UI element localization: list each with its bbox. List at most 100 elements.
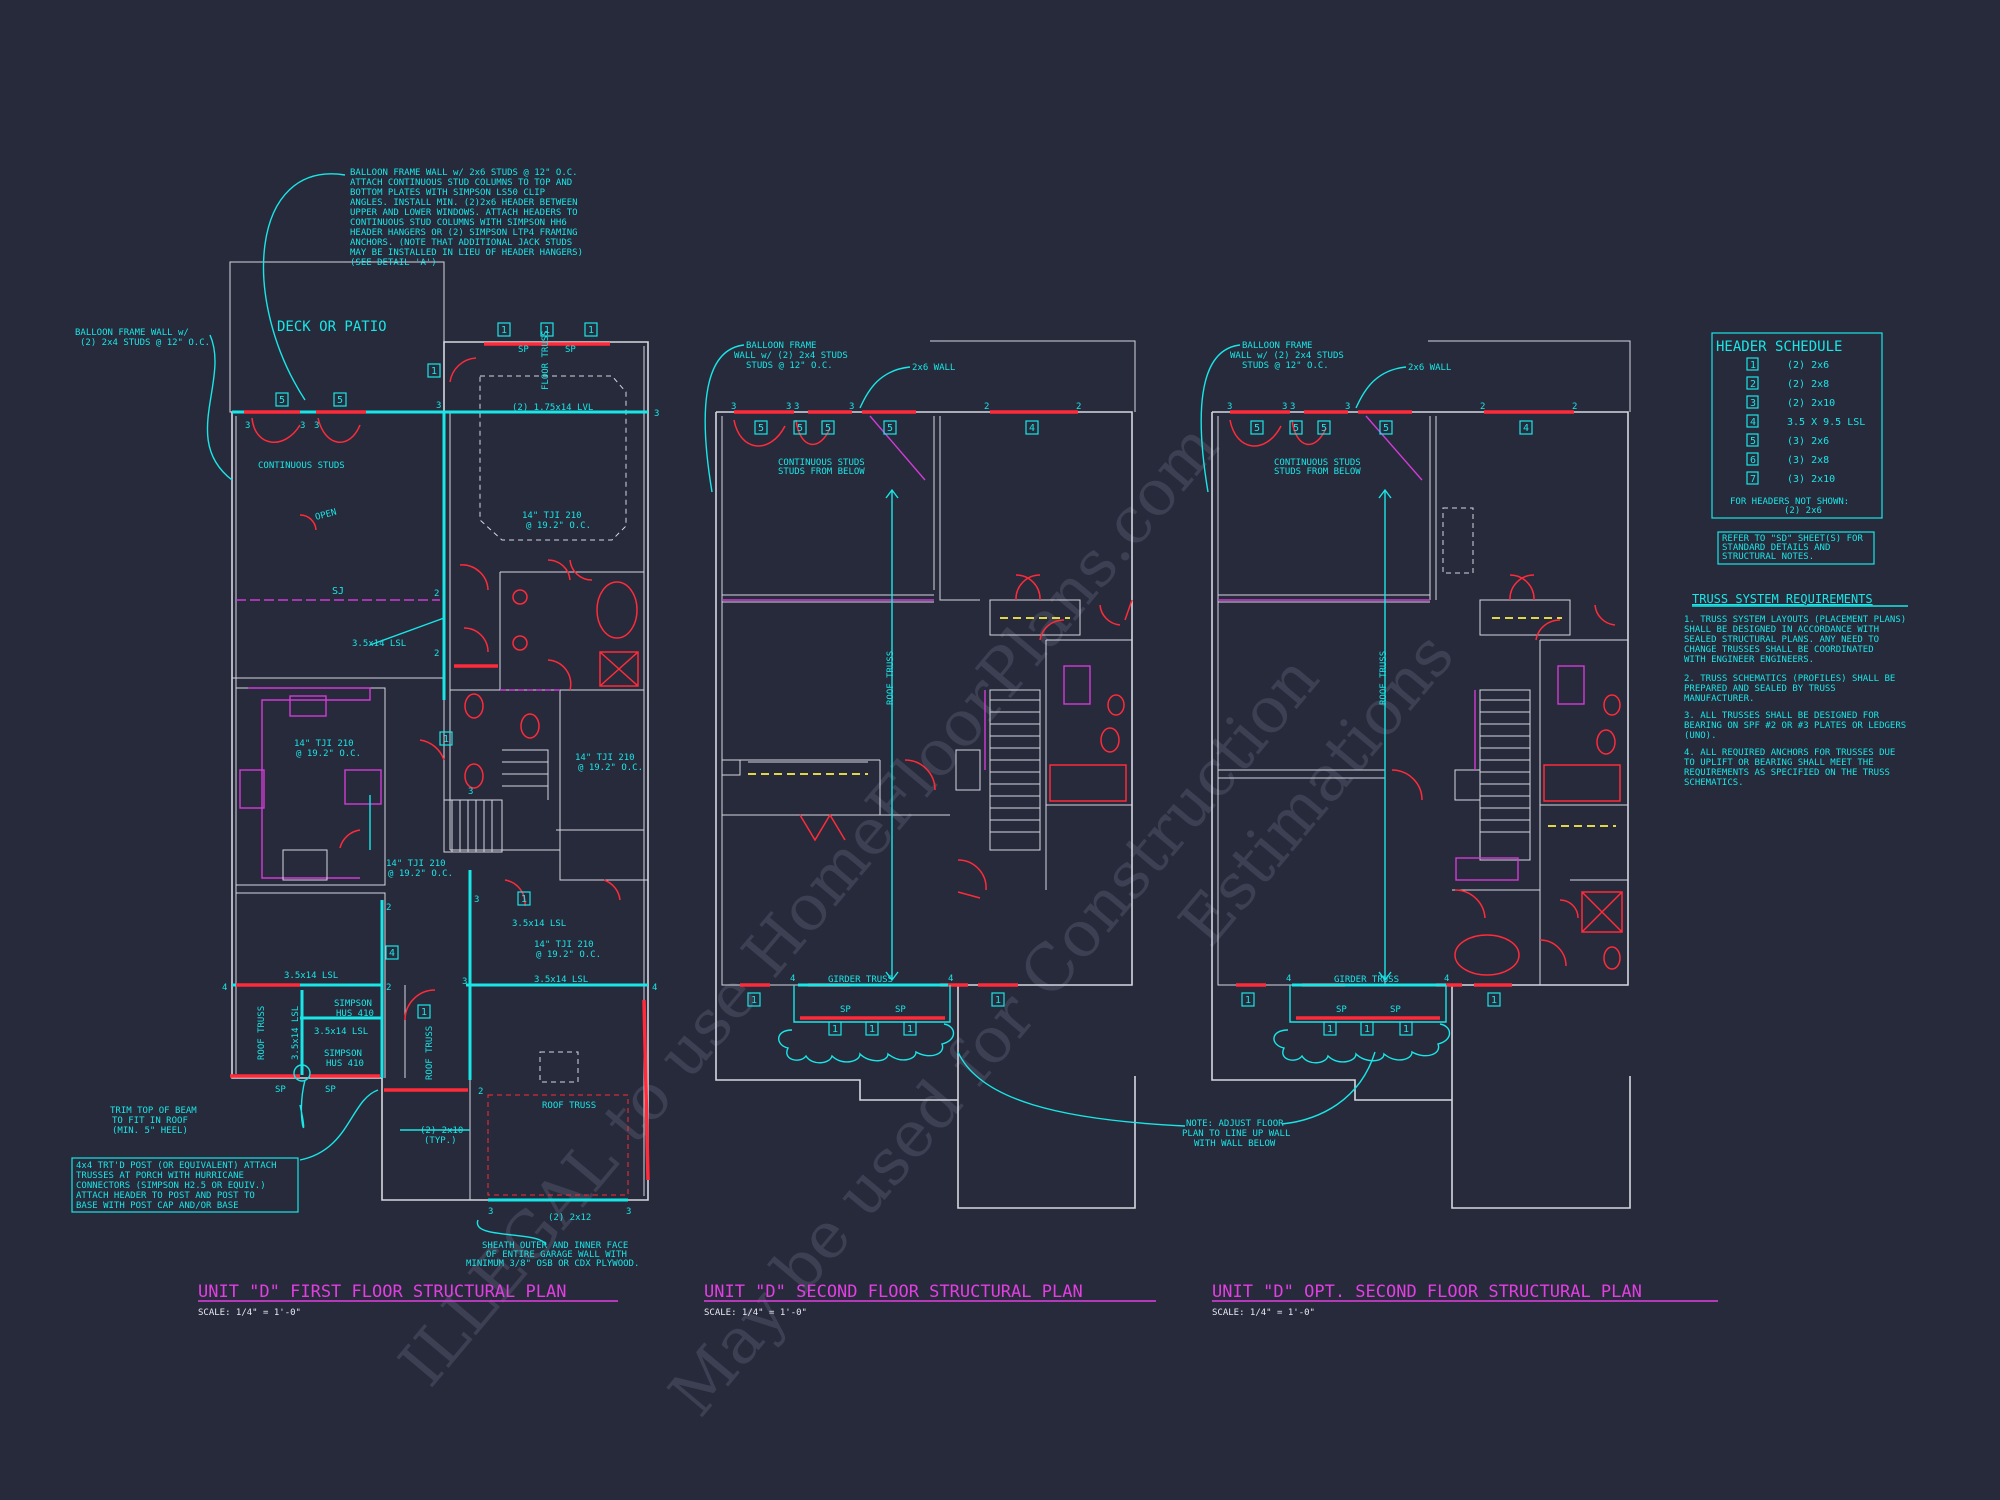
svg-text:3: 3	[462, 977, 467, 987]
continuous-stud-arc	[317, 417, 361, 443]
svg-text:2: 2	[984, 402, 989, 412]
svg-text:HEADER HANGERS OR (2) SIMPSON: HEADER HANGERS OR (2) SIMPSON LTP4 FRAMI…	[350, 228, 578, 238]
opt-closet-doors	[1509, 574, 1535, 601]
svg-text:STUDS @ 12" O.C.: STUDS @ 12" O.C.	[1242, 361, 1329, 371]
svg-text:@ 19.2" O.C.: @ 19.2" O.C.	[388, 869, 453, 879]
svg-text:STUDS FROM BELOW: STUDS FROM BELOW	[778, 467, 865, 477]
porch-wall	[404, 985, 471, 1200]
svg-text:MAY BE INSTALLED IN LIEU OF HE: MAY BE INSTALLED IN LIEU OF HEADER HANGE…	[350, 248, 583, 258]
opt-2x6-wall-label: 2x6 WALL	[1408, 363, 1451, 373]
roof-truss-label-2nd: ROOF TRUSS	[886, 651, 896, 705]
second-floor-plan: ROOF TRUSS 5 5 5 5 4 1 1 1 1 1 3 3 3 3 2…	[704, 340, 1290, 1209]
truss-item-3: 3. ALL TRUSSES SHALL BE DESIGNED FOR BEA…	[1684, 711, 1906, 741]
door-swing	[339, 829, 361, 849]
opt-girder-label: GIRDER TRUSS	[1334, 975, 1399, 985]
revision-cloud	[778, 1023, 955, 1064]
continuous-note-2nd: CONTINUOUS STUDS	[778, 458, 865, 468]
svg-text:5: 5	[1383, 423, 1389, 434]
opt-center-wall	[1429, 416, 1437, 600]
svg-text:ATTACH CONTINUOUS STUD COLUMNS: ATTACH CONTINUOUS STUD COLUMNS TO TOP AN…	[350, 178, 572, 188]
door-swing	[419, 739, 445, 761]
svg-text:(3) 2x6: (3) 2x6	[1787, 436, 1829, 447]
svg-text:(2) 2x6: (2) 2x6	[1784, 506, 1822, 516]
header-schedule-title: HEADER SCHEDULE	[1716, 339, 1842, 355]
svg-text:4: 4	[790, 974, 795, 984]
opt-second-floor-plan: ROOF TRUSS 5 5 5 5 4 1 1 1 1 1 3 3 3 3 2…	[1200, 340, 1631, 1209]
svg-text:SP: SP	[565, 345, 576, 355]
first-floor-plan: DECK OR PATIO	[71, 168, 659, 1269]
svg-text:WITH ENGINEER ENGINEERS.: WITH ENGINEER ENGINEERS.	[1684, 655, 1814, 665]
svg-text:BOTTOM PLATES WITH SIMPSON LS5: BOTTOM PLATES WITH SIMPSON LS50 CLIP	[350, 188, 546, 198]
opt-sink	[1603, 694, 1621, 716]
bedroom-wall	[722, 594, 934, 603]
svg-text:4: 4	[222, 983, 227, 993]
svg-text:1: 1	[1491, 995, 1497, 1006]
header-schedule-box	[1711, 332, 1883, 519]
svg-text:1: 1	[995, 995, 1001, 1006]
dashed-upper-room	[479, 375, 627, 541]
svg-text:BEARING ON SPF #2 OR #3 PLATES: BEARING ON SPF #2 OR #3 PLATES OR LEDGER…	[1684, 721, 1906, 731]
powder-toilet	[464, 763, 484, 789]
svg-text:4: 4	[1523, 423, 1529, 434]
svg-text:3: 3	[626, 1207, 631, 1217]
roof-truss-side: ROOF TRUSS	[425, 1026, 435, 1080]
header-tags-second: 5 5 5 5 4 1 1 1 1 1	[747, 420, 1039, 1036]
svg-text:2: 2	[478, 1087, 483, 1097]
kitchen-sink	[289, 695, 327, 717]
opt-master-shower	[1581, 891, 1623, 933]
typ-note: (2) 2x10	[420, 1126, 463, 1136]
svg-text:@ 19.2" O.C.: @ 19.2" O.C.	[296, 749, 361, 759]
dashed-hatch	[539, 1051, 579, 1083]
diagonal-wall	[869, 415, 926, 481]
svg-text:@ 19.2" O.C.: @ 19.2" O.C.	[536, 950, 601, 960]
vanity-sink-1	[512, 589, 528, 605]
floor-truss-label: FLOOR TRUSS	[541, 330, 551, 390]
first-floor-exterior-wall	[231, 341, 649, 1201]
svg-text:4: 4	[652, 983, 657, 993]
door-swing	[1391, 769, 1423, 801]
second-floor-stair	[989, 689, 1041, 851]
door-swing	[603, 879, 621, 901]
svg-text:SHALL BE DESIGNED IN ACCORDANC: SHALL BE DESIGNED IN ACCORDANCE WITH	[1684, 625, 1879, 635]
trim-note: TRIM TOP OF BEAM	[110, 1106, 197, 1116]
bifold-door	[799, 813, 846, 842]
simpson-2: SIMPSON	[324, 1049, 362, 1059]
svg-text:3: 3	[1345, 402, 1350, 412]
svg-text:TO UPLIFT OR BEARING SHALL MEE: TO UPLIFT OR BEARING SHALL MEET THE	[1684, 758, 1874, 768]
svg-text:(UNO).: (UNO).	[1684, 731, 1717, 741]
svg-text:5: 5	[1254, 423, 1260, 434]
door-swing	[1539, 939, 1567, 967]
header-schedule-footer: FOR HEADERS NOT SHOWN:	[1730, 497, 1849, 507]
center-wall	[933, 416, 980, 601]
svg-text:1: 1	[521, 894, 527, 905]
svg-text:(2) 2x4 STUDS @ 12" O.C.: (2) 2x4 STUDS @ 12" O.C.	[80, 338, 210, 348]
continuous-stud-arc	[1229, 419, 1282, 447]
simpson-1: SIMPSON	[334, 999, 372, 1009]
kitchen-walls	[236, 687, 386, 886]
svg-text:SP: SP	[518, 345, 529, 355]
svg-text:1: 1	[1750, 360, 1756, 371]
lsl-vert: 3.5x14 LSL	[291, 1006, 301, 1060]
plan-scale-second: SCALE: 1/4" = 1'-0"	[704, 1308, 807, 1318]
roof-truss-area	[487, 1094, 629, 1196]
svg-text:3.5 X 9.5 LSL: 3.5 X 9.5 LSL	[1787, 417, 1865, 428]
column-2	[955, 749, 981, 791]
opt-revision-cloud	[1273, 1023, 1451, 1064]
upper-roof-outline-opt	[1428, 340, 1631, 412]
svg-text:SP: SP	[275, 1085, 286, 1095]
door-swing	[449, 357, 477, 383]
svg-text:1: 1	[1245, 995, 1251, 1006]
svg-text:1: 1	[1364, 1024, 1370, 1035]
lsl-mid: 3.5x14 LSL	[512, 919, 566, 929]
header-schedule: HEADER SCHEDULE 1(2) 2x6 2(2) 2x8 3(2) 2…	[1711, 332, 1883, 565]
svg-text:(2) 2x10: (2) 2x10	[1787, 398, 1835, 409]
truss-title: TRUSS SYSTEM REQUIREMENTS	[1692, 592, 1873, 606]
hall-tub	[1049, 764, 1127, 802]
tji-kitchen: 14" TJI 210	[294, 739, 354, 749]
opt-master-tub	[1454, 934, 1520, 976]
svg-text:2: 2	[1572, 402, 1577, 412]
svg-text:@ 19.2" O.C.: @ 19.2" O.C.	[578, 763, 643, 773]
svg-text:(TYP.): (TYP.)	[424, 1136, 457, 1146]
